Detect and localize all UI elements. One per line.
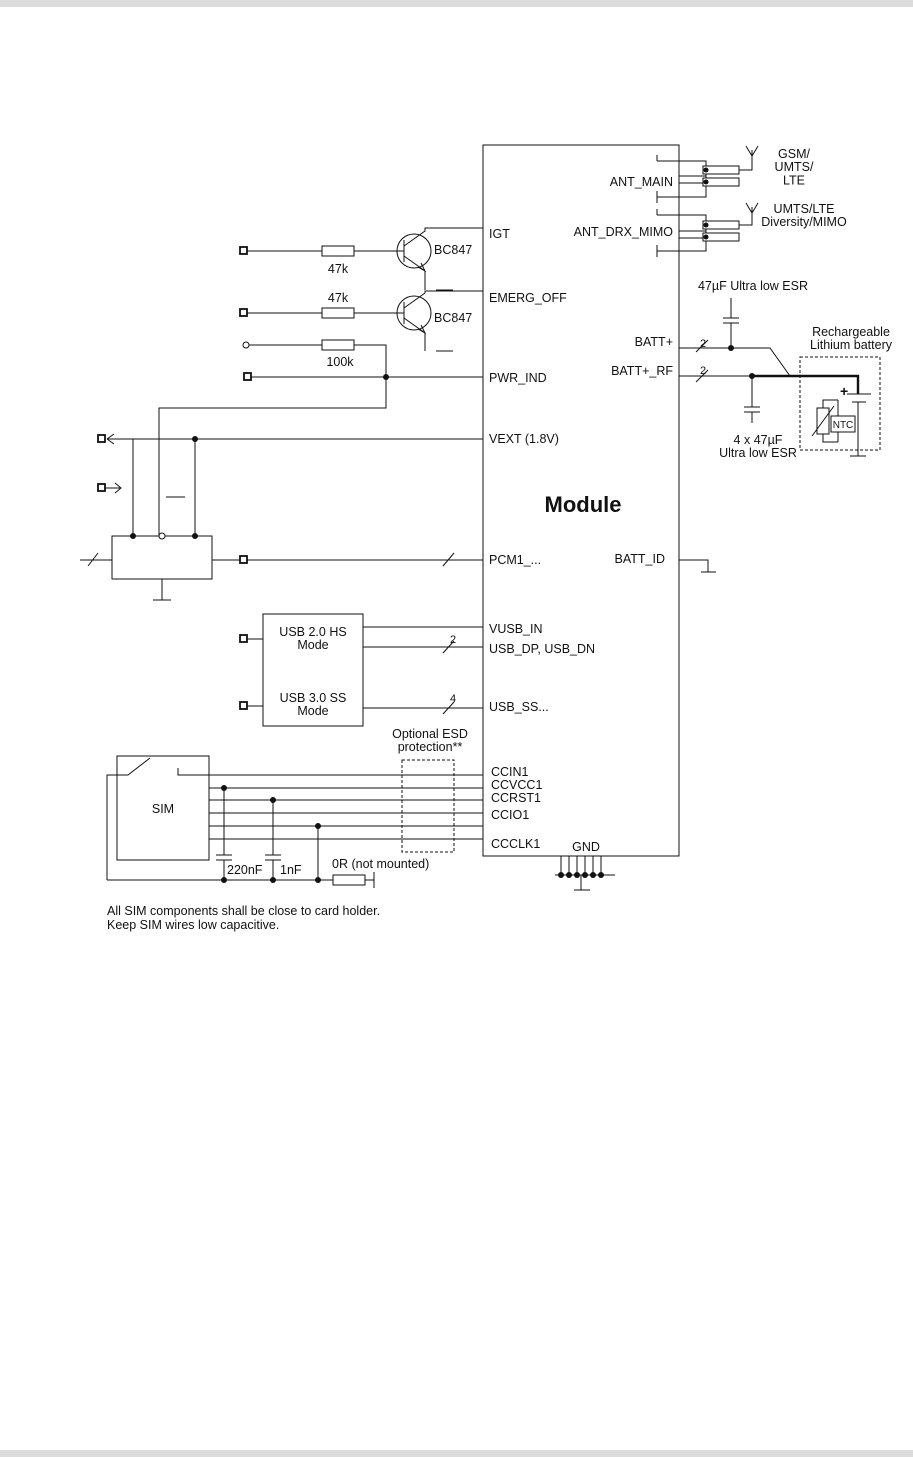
pin-batt-plus: BATT+ <box>635 335 673 349</box>
pin-vext: VEXT (1.8V) <box>489 432 559 446</box>
batt-plus-bus-mark <box>695 339 709 353</box>
sim-cap2-label: 1nF <box>280 863 302 877</box>
pin-ccin1: CCIN1 <box>491 765 529 779</box>
batt-id-wire <box>679 559 716 573</box>
pin-batt-id: BATT_ID <box>615 552 665 566</box>
bus-count-usb-ss: 4 <box>450 693 456 705</box>
vext-circuit <box>97 433 483 536</box>
pin-pwr-ind: PWR_IND <box>489 371 547 385</box>
batt-cap-label: 47µF Ultra low ESR <box>698 279 808 293</box>
pin-vusb-in: VUSB_IN <box>489 622 543 636</box>
left-pin-labels: IGT EMERG_OFF PWR_IND VEXT (1.8V) PCM1_.… <box>489 227 595 851</box>
ntc-label: NTC <box>833 420 854 431</box>
gnd-label: GND <box>572 840 600 854</box>
pwr-ind-resistor-label: 100k <box>326 355 354 369</box>
esd-box <box>401 759 455 853</box>
bus-count-batt-rf: 2 <box>700 365 706 377</box>
batt-thick-wire <box>752 374 860 394</box>
bus-count-usb-dp: 2 <box>450 634 456 646</box>
module-title: Module <box>545 492 622 517</box>
pin-batt-plus-rf: BATT+_RF <box>611 364 673 378</box>
note-line-1: All SIM components shall be close to car… <box>107 904 380 918</box>
bus-count-batt: 2 <box>700 338 706 350</box>
igt-circuit: 47k BC847 <box>239 227 483 291</box>
pin-ccio1: CCIO1 <box>491 808 529 822</box>
top-border <box>0 0 913 7</box>
batt-plus-wire <box>679 347 791 377</box>
sim-label: SIM <box>152 802 174 816</box>
pwr-ind-circuit: 100k <box>158 339 483 536</box>
transistor-emerg-label: BC847 <box>434 311 472 325</box>
antenna-main-label: GSM/UMTS/LTE <box>775 147 814 187</box>
pin-ccclk1: CCCLK1 <box>491 837 540 851</box>
pin-usb-ss: USB_SS... <box>489 700 549 714</box>
batt-rf-bus-mark <box>695 369 709 383</box>
bottom-border <box>0 1450 913 1457</box>
igt-resistor-label: 47k <box>328 262 349 276</box>
pin-usb-dp-dn: USB_DP, USB_DN <box>489 642 595 656</box>
sim-resistor-label: 0R (not mounted) <box>332 857 429 871</box>
pin-igt: IGT <box>489 227 510 241</box>
right-pin-labels: ANT_MAIN ANT_DRX_MIMO BATT+ BATT+_RF BAT… <box>574 175 674 566</box>
pin-ccvcc1: CCVCC1 <box>491 778 542 792</box>
module-box <box>482 144 680 857</box>
pcm-circuit <box>80 482 483 601</box>
sim-circuit: SIM 220nF 1nF 0R (not mounted) <box>106 755 483 888</box>
emerg-off-circuit: 47k BC847 <box>239 290 483 352</box>
pin-ant-main: ANT_MAIN <box>610 175 673 189</box>
note-line-2: Keep SIM wires low capacitive. <box>107 918 279 932</box>
antenna-main: GSM/UMTS/LTE <box>656 145 814 203</box>
transistor-igt-label: BC847 <box>434 243 472 257</box>
sim-cap1-label: 220nF <box>227 863 263 877</box>
pin-ant-drx-mimo: ANT_DRX_MIMO <box>574 225 674 239</box>
pin-pcm1: PCM1_... <box>489 553 541 567</box>
pin-ccrst1: CCRST1 <box>491 791 541 805</box>
gnd-pins <box>555 856 615 891</box>
batt-capacitor: 47µF Ultra low ESR <box>698 279 808 348</box>
battery-plus: + <box>840 383 848 399</box>
emerg-resistor-label: 47k <box>328 291 349 305</box>
pin-emerg-off: EMERG_OFF <box>489 291 567 305</box>
